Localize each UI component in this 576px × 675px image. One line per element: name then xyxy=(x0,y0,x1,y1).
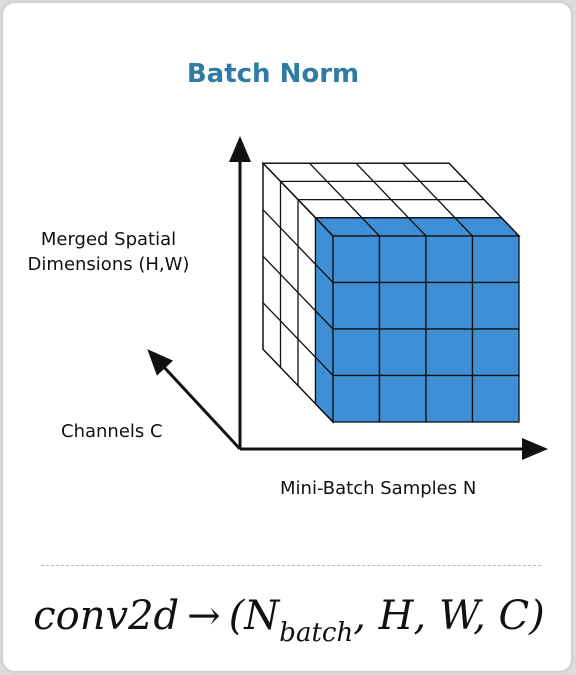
highlight-cell xyxy=(332,281,381,330)
highlight-cell xyxy=(471,328,520,377)
highlight-cell xyxy=(425,328,474,377)
highlight-cell xyxy=(471,235,520,284)
highlight-cell xyxy=(378,374,427,423)
highlight-cell xyxy=(425,281,474,330)
highlight-cell xyxy=(378,328,427,377)
formula-lhs: conv2d xyxy=(33,593,180,639)
formula-open-paren: ( xyxy=(228,593,245,639)
highlight-slab-gridline xyxy=(315,356,334,376)
divider xyxy=(41,565,541,566)
spatial-axis-label-line2: Dimensions (H,W) xyxy=(27,254,190,275)
highlight-slab-gridline xyxy=(315,310,334,330)
formula-close-paren: ) xyxy=(529,593,545,639)
highlight-cell xyxy=(471,281,520,330)
highlight-cell xyxy=(471,374,520,423)
highlight-cell xyxy=(378,281,427,330)
horizontal-axis-arrow-head xyxy=(522,438,548,460)
highlight-cell xyxy=(378,235,427,284)
tensor-cube xyxy=(261,161,521,424)
formula-n: N xyxy=(244,593,280,639)
shape-formula: conv2d→(Nbatch, H, W, C) xyxy=(3,593,571,648)
vertical-axis-arrow xyxy=(229,136,251,449)
diagonal-axis-arrow-head xyxy=(147,349,174,376)
vertical-axis-arrow-head xyxy=(229,136,251,162)
highlight-slab-gridline xyxy=(315,263,334,283)
formula-n-subscript: batch xyxy=(279,618,354,648)
highlight-slab-gridline xyxy=(315,217,334,237)
diagonal-axis-arrow xyxy=(147,349,242,451)
highlight-slab-gridline xyxy=(315,403,334,423)
samples-axis-label: Mini-Batch Samples N xyxy=(280,478,477,499)
spatial-axis-label: Merged Spatial Dimensions (H,W) xyxy=(21,227,196,277)
highlight-slab-gridline xyxy=(454,217,473,237)
highlight-slab-gridline xyxy=(361,217,380,237)
highlight-slab-gridline xyxy=(408,217,427,237)
highlight-cell xyxy=(332,328,381,377)
highlight-slab-gridline xyxy=(501,217,520,237)
highlight-cell xyxy=(425,235,474,284)
spatial-axis-label-line1: Merged Spatial xyxy=(40,229,177,250)
diagram-title: Batch Norm xyxy=(186,59,360,89)
diagonal-axis-arrow-shaft xyxy=(148,350,242,451)
formula-rest: , H, W, C xyxy=(353,593,530,639)
axes xyxy=(147,136,548,460)
channels-axis-label: Channels C xyxy=(61,421,163,442)
formula-arrow: → xyxy=(187,593,221,639)
highlight-cell xyxy=(425,374,474,423)
highlight-cell xyxy=(332,374,381,423)
horizontal-axis-arrow xyxy=(240,438,548,460)
highlight-cell xyxy=(332,235,381,284)
